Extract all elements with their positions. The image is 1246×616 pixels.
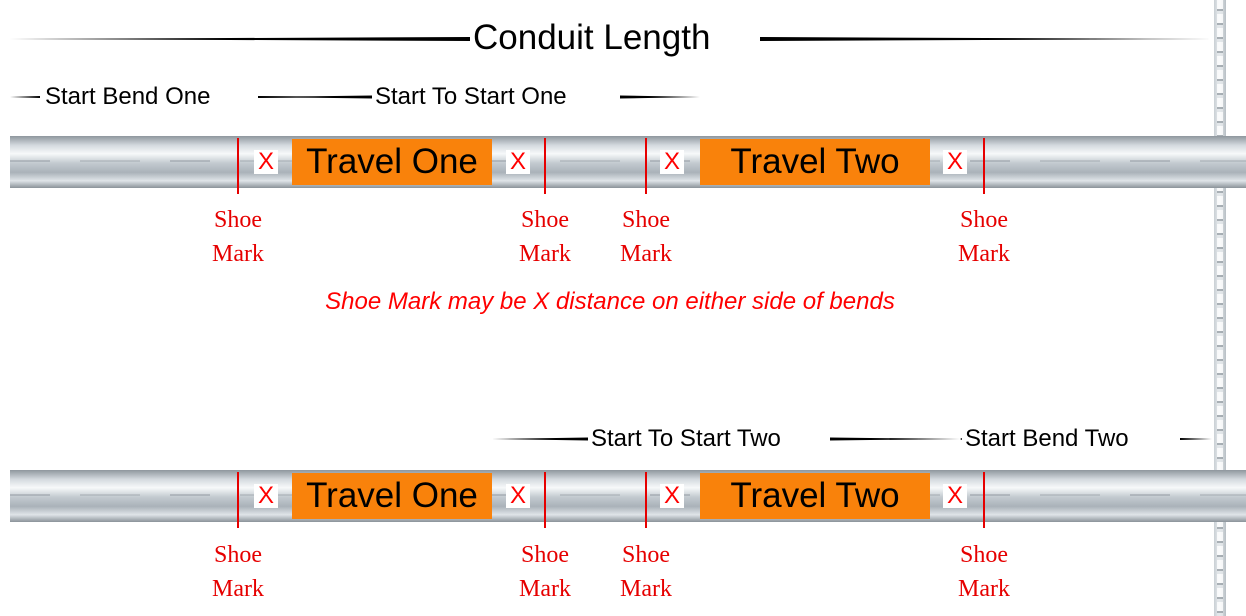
x-distance-marker: X (660, 150, 684, 174)
shoe-mark-line2: Mark (519, 576, 571, 603)
x-distance-marker: X (506, 150, 530, 174)
start-to-start-two-line (830, 437, 960, 441)
start-bend-one-line (10, 96, 40, 98)
shoe-mark-line1: Shoe (521, 207, 569, 233)
shoe-mark-line2: Mark (212, 576, 264, 603)
start-to-start-two-line (492, 437, 588, 441)
start-to-start-two-label: Start To Start Two (588, 427, 784, 451)
travel-one-bend: Travel One (292, 473, 492, 519)
shoe-mark-line (645, 472, 647, 528)
shoe-mark-label: Shoe Mark (193, 538, 283, 606)
start-bend-two-line (1180, 438, 1212, 440)
x-distance-marker: X (254, 150, 278, 174)
shoe-mark-label: Shoe Mark (500, 203, 590, 271)
shoe-mark-line1: Shoe (960, 207, 1008, 233)
conduit-pipe-bottom (10, 470, 1246, 522)
shoe-mark-line2: Mark (958, 576, 1010, 603)
shoe-mark-label: Shoe Mark (939, 538, 1029, 606)
start-to-start-one-line (258, 95, 372, 99)
shoe-mark-line2: Mark (519, 241, 571, 268)
travel-one-bend: Travel One (292, 139, 492, 185)
shoe-mark-line1: Shoe (214, 207, 262, 233)
x-distance-marker: X (943, 484, 967, 508)
shoe-mark-line (237, 138, 239, 194)
shoe-mark-line1: Shoe (622, 542, 670, 568)
shoe-mark-note: Shoe Mark may be X distance on either si… (325, 288, 895, 315)
shoe-mark-line (983, 138, 985, 194)
start-to-start-one-line (620, 95, 700, 99)
travel-two-bend: Travel Two (700, 473, 930, 519)
conduit-length-line (760, 37, 1212, 41)
shoe-mark-line1: Shoe (214, 542, 262, 568)
shoe-mark-line (237, 472, 239, 528)
shoe-mark-line1: Shoe (521, 542, 569, 568)
shoe-mark-label: Shoe Mark (193, 203, 283, 271)
shoe-mark-line (983, 472, 985, 528)
conduit-pipe-top (10, 136, 1246, 188)
shoe-mark-line (544, 472, 546, 528)
shoe-mark-line1: Shoe (622, 207, 670, 233)
shoe-mark-line (645, 138, 647, 194)
shoe-mark-label: Shoe Mark (939, 203, 1029, 271)
shoe-mark-line2: Mark (212, 241, 264, 268)
shoe-mark-line2: Mark (620, 241, 672, 268)
x-distance-marker: X (943, 150, 967, 174)
travel-two-bend: Travel Two (700, 139, 930, 185)
shoe-mark-label: Shoe Mark (601, 538, 691, 606)
x-distance-marker: X (254, 484, 278, 508)
shoe-mark-label: Shoe Mark (601, 203, 691, 271)
start-bend-one-label: Start Bend One (42, 85, 214, 109)
start-bend-two-line (960, 438, 962, 440)
shoe-mark-line2: Mark (958, 241, 1010, 268)
x-distance-marker: X (660, 484, 684, 508)
x-distance-marker: X (506, 484, 530, 508)
start-to-start-one-label: Start To Start One (372, 85, 570, 109)
shoe-mark-line1: Shoe (960, 542, 1008, 568)
shoe-mark-label: Shoe Mark (500, 538, 590, 606)
shoe-mark-line (544, 138, 546, 194)
shoe-mark-line2: Mark (620, 576, 672, 603)
start-bend-two-label: Start Bend Two (962, 427, 1132, 451)
conduit-length-line (10, 37, 470, 41)
conduit-length-label: Conduit Length (470, 20, 714, 55)
